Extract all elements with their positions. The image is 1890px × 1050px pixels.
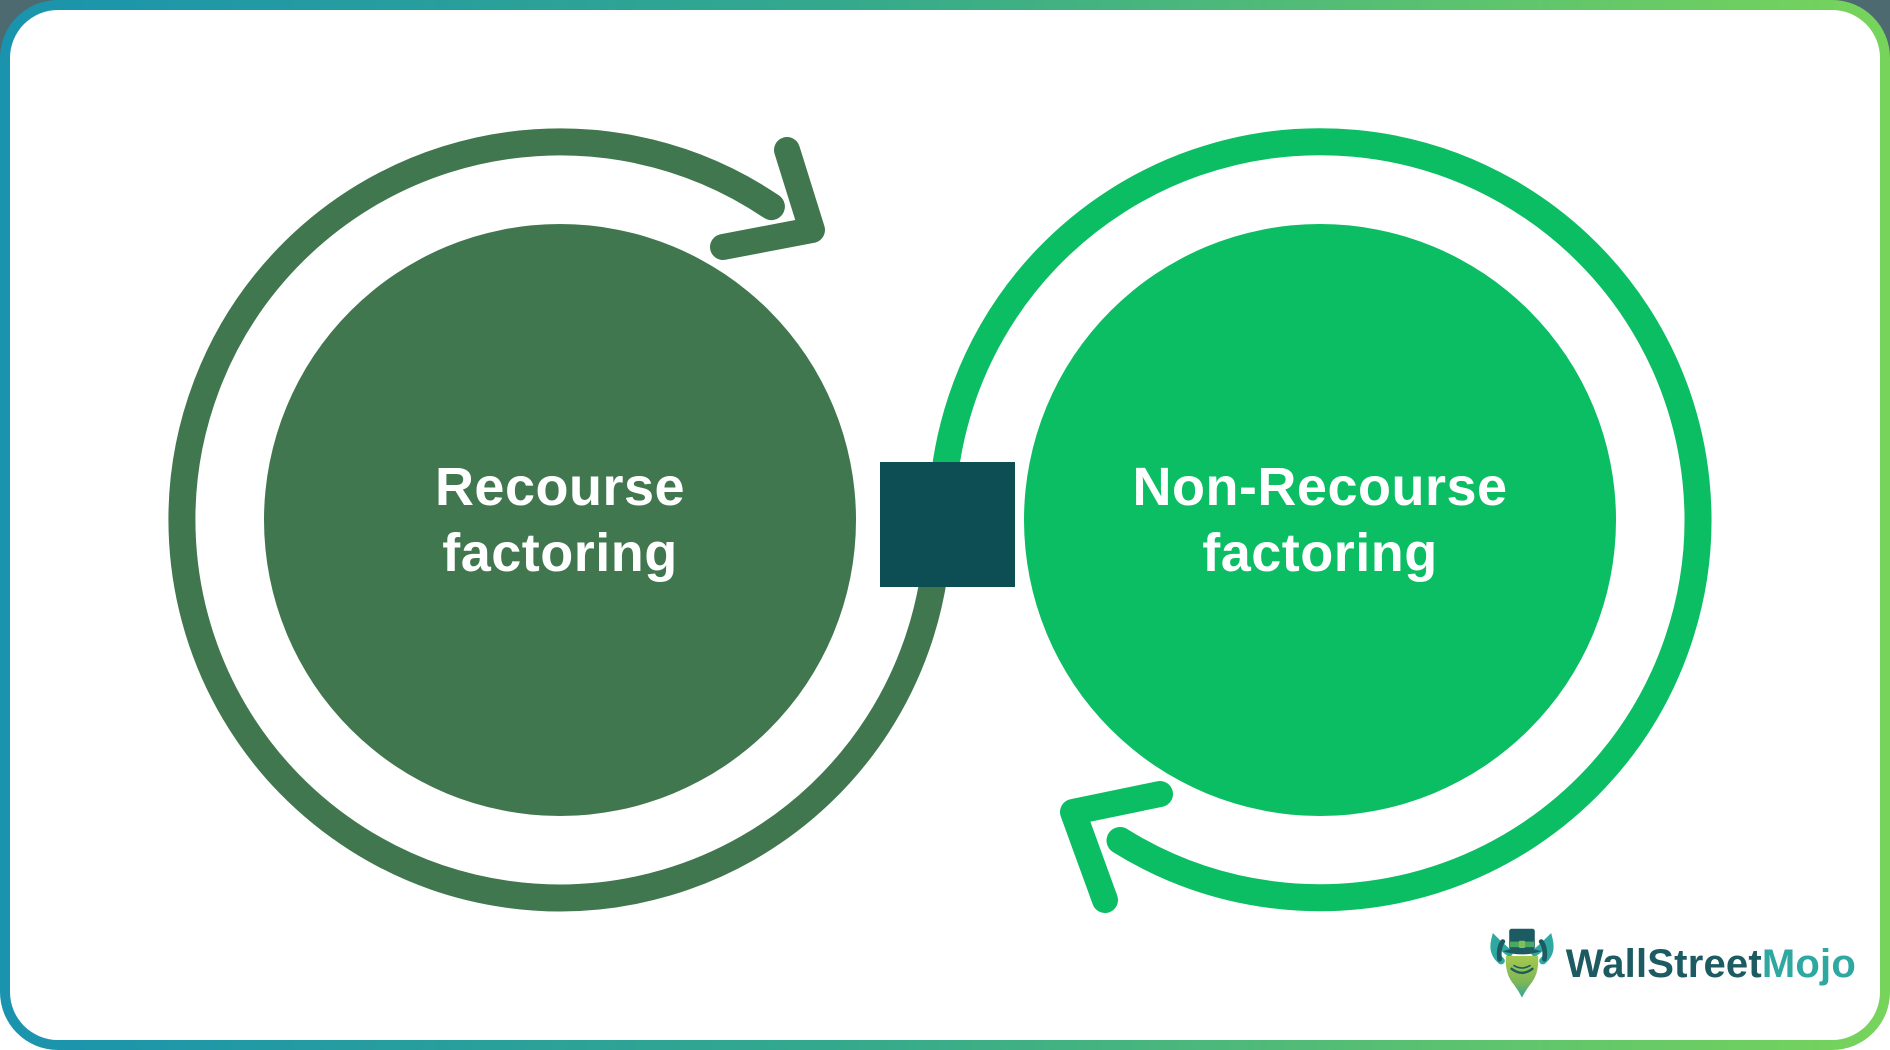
connector-square: [880, 462, 1015, 587]
wordmark-wallstreet: WallStreet: [1565, 941, 1762, 986]
recourse-factoring-label-line1: Recourse: [434, 457, 686, 517]
wordmark-mojo: Mojo: [1761, 941, 1856, 986]
recourse-factoring-label-line2: factoring: [442, 523, 678, 583]
non-recourse-factoring-circle: Non-Recourse factoring: [1024, 224, 1616, 816]
non-recourse-factoring-label-line2: factoring: [1202, 523, 1438, 583]
wallstreetmojo-logo: WallStreetMojo: [1490, 922, 1856, 1006]
wallstreetmojo-wordmark: WallStreetMojo: [1566, 942, 1856, 987]
wallstreetmojo-bull-icon: [1490, 928, 1554, 998]
non-recourse-factoring-label-line1: Non-Recourse: [1132, 457, 1508, 517]
recourse-factoring-circle: Recourse factoring: [264, 224, 856, 816]
